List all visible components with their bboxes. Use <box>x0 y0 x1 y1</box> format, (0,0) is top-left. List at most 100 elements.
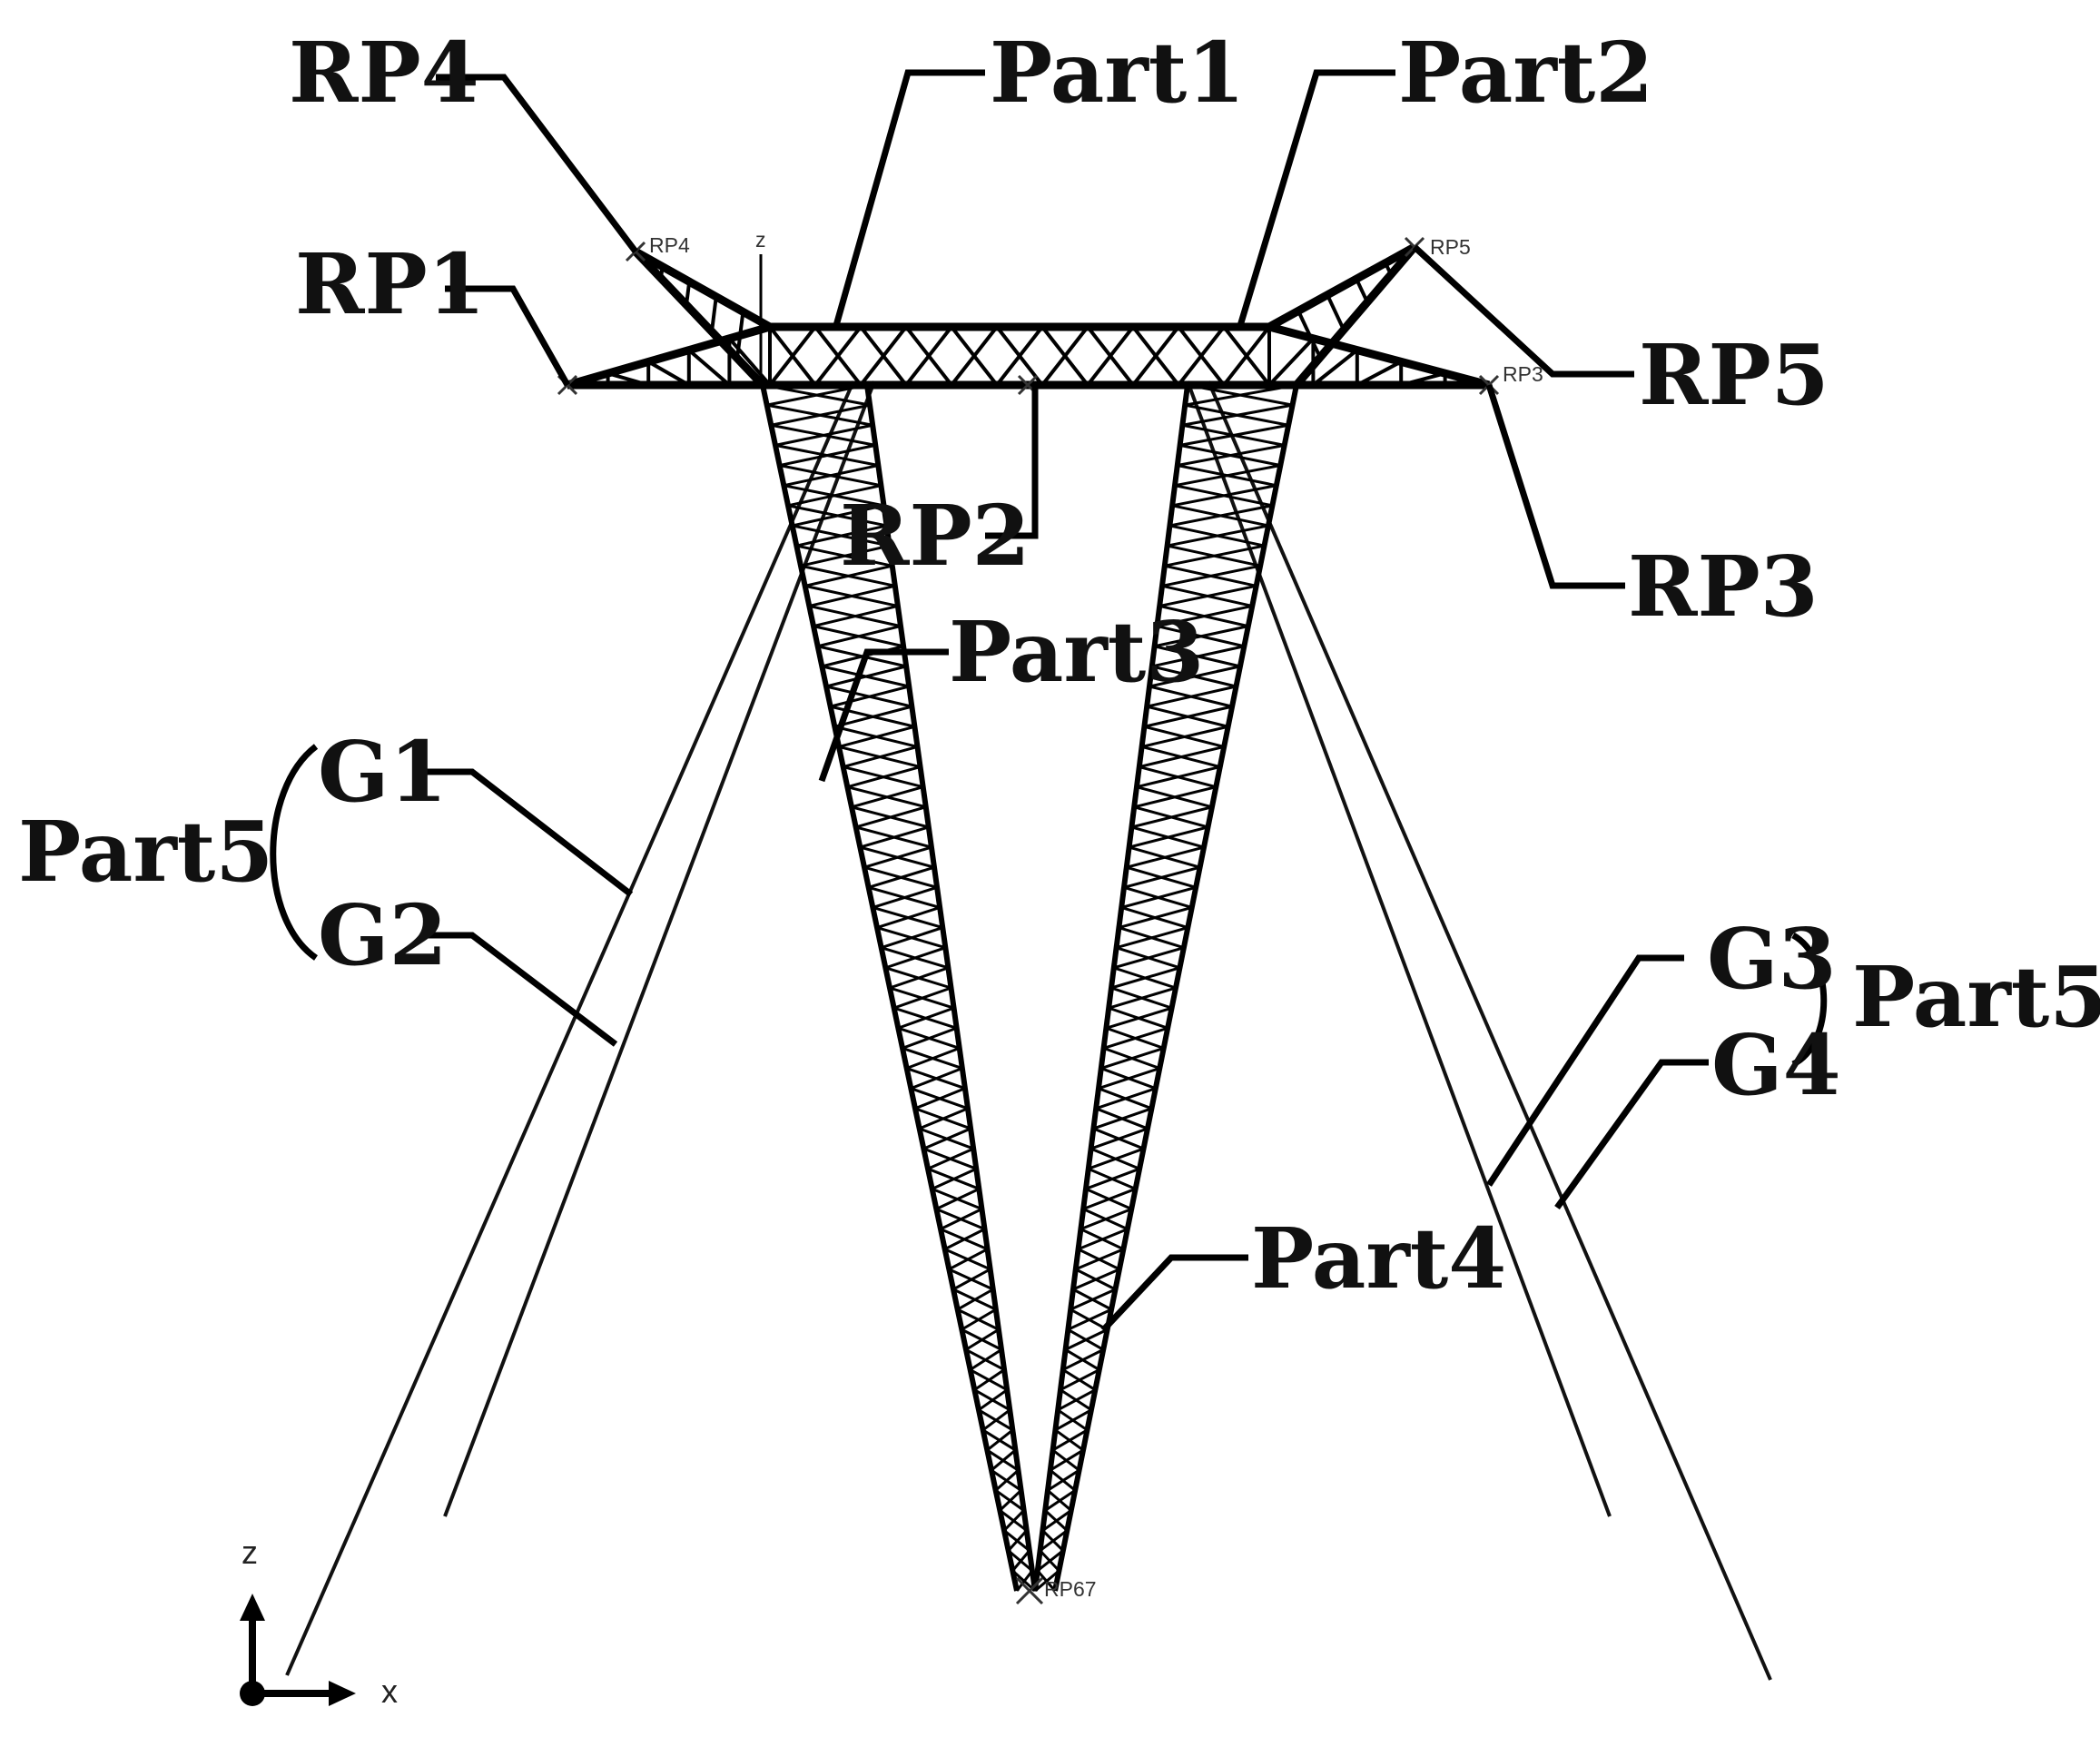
right-wing-diagonal <box>1312 349 1359 387</box>
left-leg-diagonal <box>833 705 912 728</box>
right-leg-diagonal <box>1080 1208 1132 1230</box>
left-leg-diagonal <box>906 1046 961 1070</box>
left-wing-diagonal <box>647 360 690 387</box>
crossarm-diagonal <box>1086 325 1135 387</box>
left-leg-diagonal <box>1007 1529 1028 1552</box>
leader-part3 <box>818 648 949 783</box>
label-rp5: RP5 <box>1639 326 1829 424</box>
label-part1: Part1 <box>990 24 1245 122</box>
left-leg-diagonal <box>902 1026 958 1050</box>
left-leg-diagonal <box>825 665 907 688</box>
left-wing-diagonal <box>687 349 731 387</box>
cable-g2 <box>443 380 876 1517</box>
leader-lines <box>270 69 1828 1333</box>
left-leg-diagonal <box>796 524 887 548</box>
crossarm-diagonal <box>768 325 817 387</box>
right-leg-diagonal <box>1098 1067 1160 1091</box>
right-leg-diagonal <box>1158 584 1257 607</box>
left-leg-diagonal <box>919 1107 969 1130</box>
left-leg-diagonal <box>843 745 918 768</box>
right-leg-diagonal <box>1064 1328 1109 1351</box>
left-leg-diagonal <box>851 785 924 809</box>
right-leg-diagonal <box>1075 1248 1124 1271</box>
right-leg-diagonal <box>1057 1388 1097 1412</box>
left-leg-diagonal <box>961 1308 997 1331</box>
left-leg-diagonal <box>838 725 915 748</box>
right-leg-diagonal <box>1070 1288 1117 1311</box>
left-leg-diagonal <box>1011 1549 1030 1572</box>
left-leg-diagonal <box>1015 1569 1034 1592</box>
crossarm-diagonal <box>1131 325 1180 387</box>
left-leg-diagonal <box>932 1167 977 1190</box>
left-leg-diagonal <box>893 986 951 1010</box>
label-g3: G3 <box>1707 910 1837 1008</box>
label-g1: G1 <box>318 723 448 821</box>
left-leg-diagonal <box>956 1288 994 1311</box>
leg-web-members <box>762 383 1297 1593</box>
leader-g3 <box>1486 954 1684 1187</box>
triad-x-text: x <box>381 1673 398 1710</box>
right-leg-diagonal <box>1051 1428 1089 1452</box>
crossarm-diagonal <box>1222 325 1271 387</box>
label-rp3: RP3 <box>1628 538 1819 636</box>
right-leg-diagonal <box>1177 443 1285 468</box>
left-leg-diagonal <box>914 1087 966 1110</box>
label-part5-left: Part5 <box>18 803 273 901</box>
left-leg-diagonal <box>978 1388 1009 1412</box>
right-leg-diagonal <box>1146 685 1237 708</box>
right-leg-diagonal <box>1092 1107 1152 1130</box>
right-leg-diagonal <box>1067 1308 1112 1331</box>
leader-rp5 <box>1412 244 1634 378</box>
left-leg-diagonal <box>940 1208 983 1230</box>
right-leg-diagonal <box>1120 885 1197 909</box>
left-leg-diagonal <box>792 504 884 528</box>
left-leg-diagonal <box>774 423 873 447</box>
label-g4: G4 <box>1711 1016 1841 1114</box>
label-rp2: RP2 <box>840 487 1030 585</box>
label-rp4: RP4 <box>289 24 479 122</box>
left-leg-diagonal <box>986 1428 1014 1452</box>
crossarm-diagonal <box>1177 325 1226 387</box>
left-leg-diagonal <box>784 464 879 488</box>
crossarm-diagonal <box>859 325 908 387</box>
left-leg-diagonal <box>965 1328 1000 1351</box>
left-peak-web <box>685 281 692 306</box>
left-leg-diagonal <box>952 1268 991 1291</box>
right-leg-diagonal <box>1171 484 1277 508</box>
callouts: RP4 Part1 Part2 RP1 RP5 RP2 RP3 Part3 G1… <box>18 24 2100 1308</box>
label-part5-right: Part5 <box>1852 948 2100 1046</box>
left-leg-diagonal <box>859 825 930 849</box>
right-leg-diagonal <box>1041 1509 1072 1532</box>
left-peak-inner <box>632 248 766 389</box>
crossarm-diagonal <box>995 325 1044 387</box>
right-leg-diagonal <box>1174 464 1281 488</box>
right-leg-diagonal <box>1179 423 1289 447</box>
right-leg-diagonal <box>1105 1006 1173 1030</box>
right-peak-web <box>1355 278 1369 303</box>
right-leg-diagonal <box>1133 785 1217 809</box>
left-wing-upper-chord <box>566 322 772 390</box>
mast-legs <box>760 383 1299 1593</box>
leader-rp4 <box>436 74 638 254</box>
right-leg-diagonal <box>1078 1228 1129 1251</box>
leader-rp3 <box>1485 383 1625 589</box>
left-peak-web <box>659 266 665 279</box>
coordinate-triad: z x <box>240 1534 398 1710</box>
brace-right <box>1791 932 1828 1068</box>
right-leg-diagonal <box>1103 1026 1168 1050</box>
right-leg-diagonal <box>1131 805 1213 829</box>
right-leg-diagonal <box>1095 1087 1157 1110</box>
right-leg-diagonal <box>1050 1448 1084 1472</box>
left-leg-diagonal <box>994 1469 1020 1492</box>
right-leg-diagonal <box>1139 745 1225 768</box>
right-peak-inner <box>1293 244 1418 388</box>
rp3-model-text: RP3 <box>1503 362 1543 386</box>
left-leg-diagonal <box>804 564 893 587</box>
label-g2: G2 <box>318 886 448 984</box>
left-peak-web <box>735 311 745 359</box>
right-leg-diagonal <box>1036 1549 1064 1573</box>
right-leg-diagonal <box>1129 825 1208 849</box>
right-leg-diagonal <box>1169 504 1273 528</box>
left-leg-diagonal <box>881 926 943 950</box>
right-leg-diagonal <box>1141 725 1228 748</box>
